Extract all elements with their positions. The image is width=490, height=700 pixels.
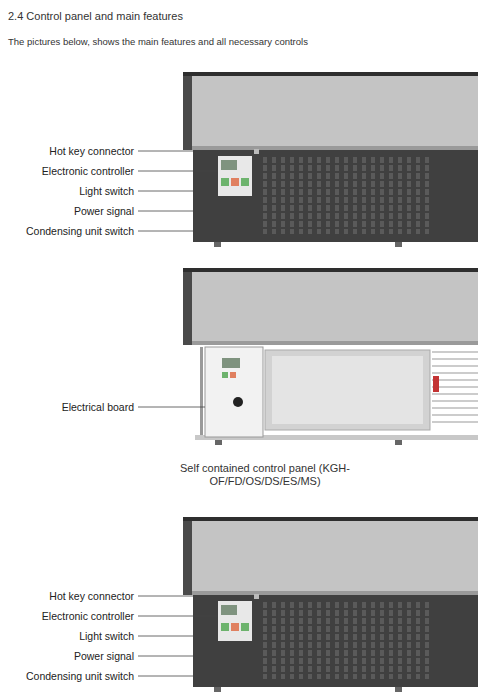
cabinet-open — [265, 350, 430, 430]
cabinet-open — [183, 272, 192, 345]
section-heading: 2.4 Control panel and main features — [8, 10, 183, 23]
cabinet-open — [432, 422, 478, 423]
cabinet-open — [183, 272, 478, 345]
cabinet-open — [432, 408, 478, 409]
part-label: Hot key connector — [49, 590, 134, 603]
cabinet-open — [432, 394, 478, 395]
cabinet-open — [138, 407, 205, 408]
cabinet-open — [433, 376, 439, 392]
cabinet-open — [432, 352, 478, 422]
cabinet-open — [233, 397, 243, 407]
cabinet-open — [200, 347, 203, 435]
figure-caption: Self contained control panel (KGH-OF/FD/… — [170, 462, 360, 488]
part-label: Condensing unit switch — [26, 670, 134, 683]
intro-text: The pictures below, shows the main featu… — [8, 36, 308, 47]
part-label: Electrical board — [62, 401, 134, 414]
cabinet-open — [138, 268, 478, 445]
cabinet-open — [205, 347, 263, 437]
cabinet-open — [395, 440, 402, 445]
part-label: Light switch — [79, 185, 134, 198]
cabinet-front — [138, 517, 478, 692]
cabinet-open — [230, 372, 236, 378]
cabinet-open — [432, 352, 478, 353]
part-label: Light switch — [79, 630, 134, 643]
part-label: Power signal — [74, 650, 134, 663]
cabinet-open — [222, 358, 240, 368]
cabinet-front — [138, 72, 478, 247]
cabinet-open — [432, 366, 478, 367]
cabinet-open — [432, 373, 478, 374]
cabinet-open — [272, 356, 423, 424]
part-label: Electronic controller — [42, 610, 134, 623]
cabinet-open — [215, 440, 222, 445]
cabinet-open — [183, 268, 478, 272]
part-label: Electronic controller — [42, 165, 134, 178]
cabinet-open — [432, 415, 478, 416]
part-label: Power signal — [74, 205, 134, 218]
part-label: Condensing unit switch — [26, 225, 134, 238]
cabinet-open — [432, 359, 478, 360]
cabinet-open — [432, 401, 478, 402]
cabinet-open — [192, 341, 478, 345]
cabinet-open — [222, 372, 228, 378]
part-label: Hot key connector — [49, 145, 134, 158]
